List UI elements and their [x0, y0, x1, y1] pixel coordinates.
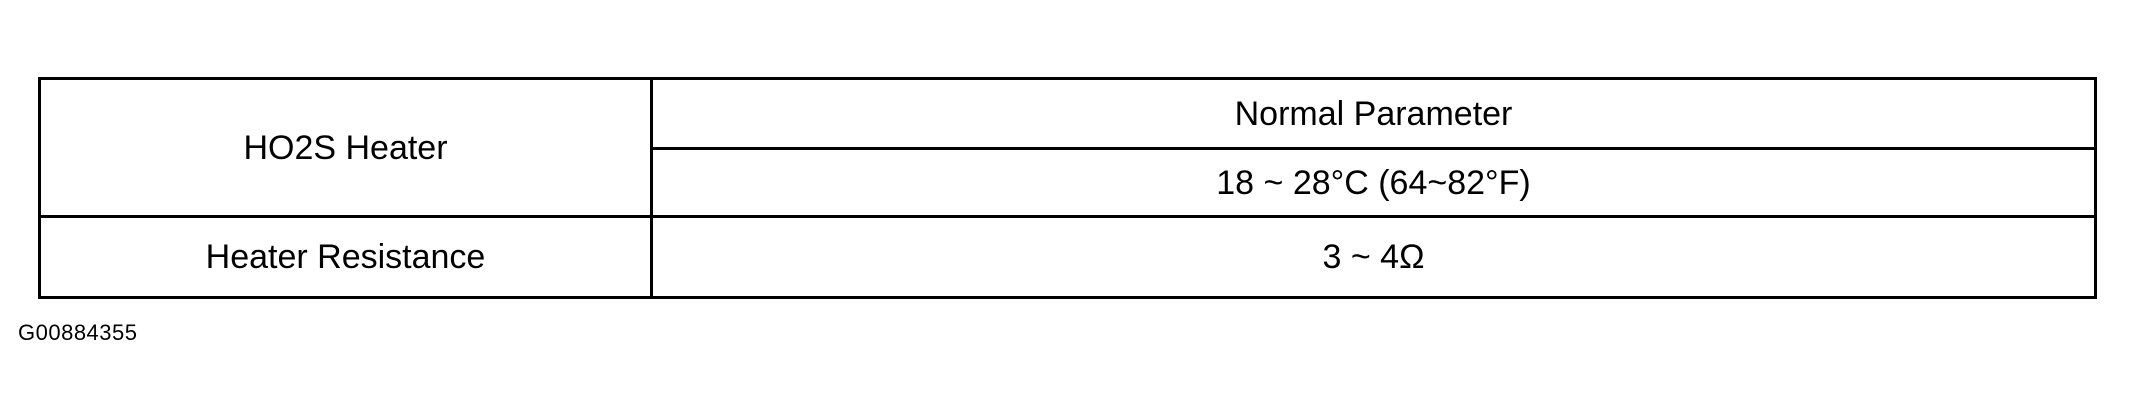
table-row: Heater Resistance 3 ~ 4Ω [38, 215, 2097, 299]
specification-table: HO2S Heater Normal Parameter 18 ~ 28°C (… [38, 77, 2097, 299]
table-row: HO2S Heater Normal Parameter [38, 77, 2097, 218]
table-row: 18 ~ 28°C (64~82°F) [40, 147, 2097, 218]
figure-id: G00884355 [18, 320, 138, 345]
row-label-ho2s-heater: HO2S Heater [38, 77, 653, 218]
row-label-heater-resistance: Heater Resistance [38, 215, 653, 299]
header-normal-parameter: Normal Parameter [650, 77, 2097, 150]
temperature-range-cell: 18 ~ 28°C (64~82°F) [650, 147, 2097, 218]
resistance-value-cell: 3 ~ 4Ω [650, 215, 2097, 299]
